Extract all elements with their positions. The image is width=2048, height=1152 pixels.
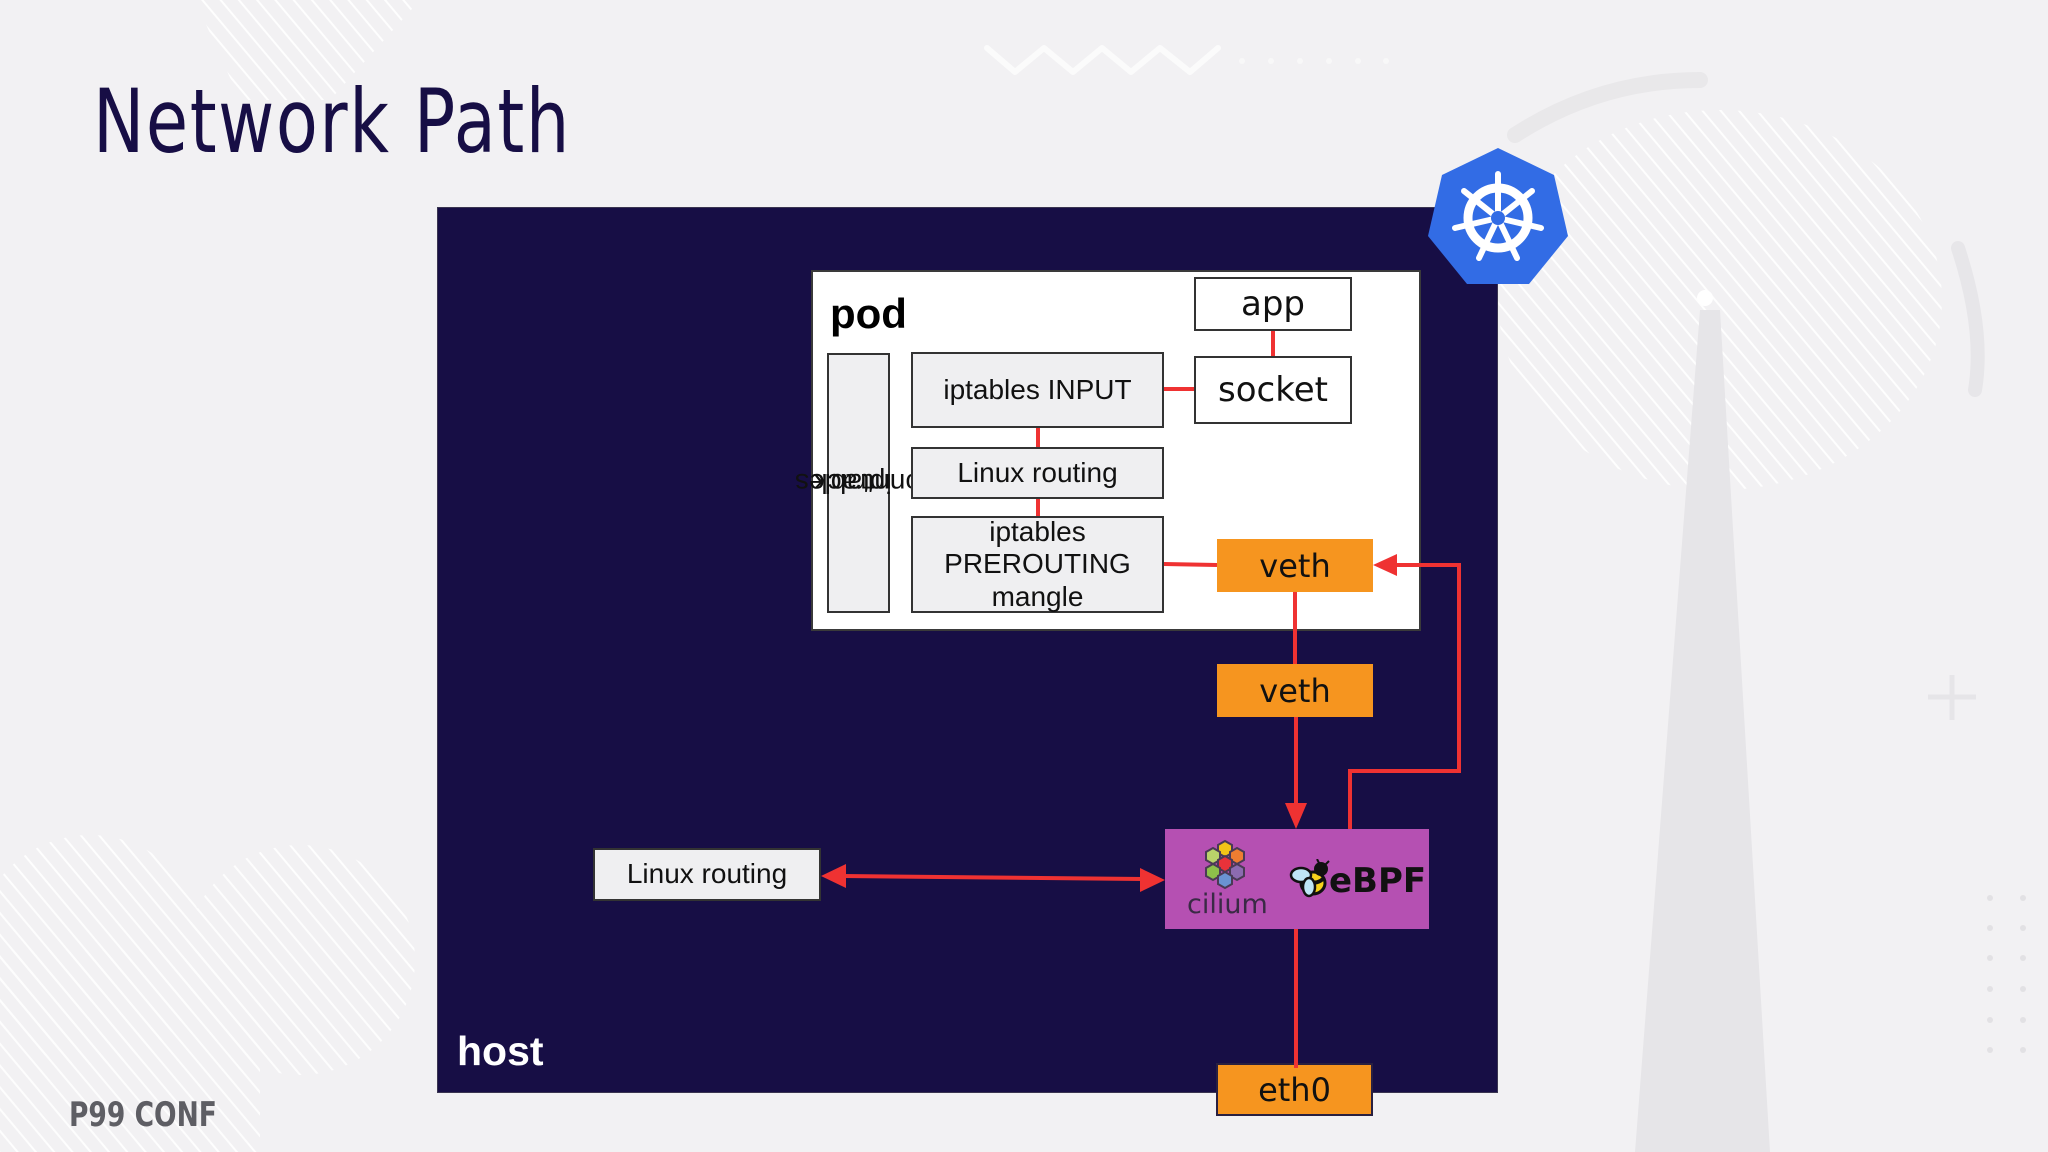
eth0-label: eth0 bbox=[1258, 1070, 1331, 1109]
socket-box: socket bbox=[1194, 356, 1352, 424]
p99-conf-logo: P99 CONF bbox=[69, 1095, 217, 1135]
socket-label: socket bbox=[1218, 370, 1328, 410]
kubernetes-logo-icon bbox=[1428, 148, 1568, 284]
app-box: app bbox=[1194, 277, 1352, 331]
plus-decoration bbox=[1928, 675, 1976, 720]
pod-veth-box: veth bbox=[1217, 539, 1373, 592]
hatch-decoration-top bbox=[195, 0, 420, 100]
cilium-ebpf-box: cilium eBPF bbox=[1165, 829, 1429, 929]
app-label: app bbox=[1241, 284, 1305, 324]
iptables-input-box: iptables INPUT bbox=[911, 352, 1164, 428]
pod-label: pod bbox=[830, 290, 907, 337]
prerouting-line-2: PREROUTING bbox=[944, 548, 1131, 580]
iptables-conntrack-box: iptables conntrack bbox=[795, 353, 935, 613]
pod-linux-routing-box: Linux routing bbox=[911, 447, 1164, 499]
dots-decoration bbox=[1239, 58, 1389, 64]
zigzag-decoration bbox=[984, 45, 1221, 75]
host-label: host bbox=[457, 1028, 544, 1074]
host-veth-box: veth bbox=[1217, 664, 1373, 717]
host-linux-routing-box: Linux routing bbox=[593, 848, 821, 901]
right-arc bbox=[1951, 241, 1985, 397]
host-veth-label: veth bbox=[1259, 671, 1331, 710]
ebpf-label: eBPF bbox=[1329, 861, 1427, 901]
iptables-input-label: iptables INPUT bbox=[943, 373, 1132, 405]
tower-top-decoration bbox=[1697, 290, 1713, 306]
cilium-label: cilium bbox=[1187, 889, 1268, 920]
pod-linux-routing-label: Linux routing bbox=[957, 456, 1118, 488]
arc-decoration-top bbox=[1507, 72, 1708, 143]
cilium-hexagon-logo-icon bbox=[1205, 839, 1245, 890]
prerouting-line-1: iptables bbox=[989, 516, 1086, 548]
slide-title: Network Path bbox=[93, 70, 571, 173]
tower-decoration bbox=[1635, 310, 1770, 1152]
host-linux-routing-label: Linux routing bbox=[626, 858, 788, 890]
hatch-decoration-bottom-left bbox=[0, 835, 415, 1152]
iptables-prerouting-box: iptables PREROUTING mangle bbox=[911, 516, 1164, 613]
ebpf-bee-icon bbox=[1289, 859, 1330, 898]
dot-grid-decoration bbox=[1987, 895, 2026, 1053]
hatched-globe-decoration bbox=[1498, 110, 1942, 490]
pod-veth-label: veth bbox=[1259, 546, 1331, 585]
eth0-box: eth0 bbox=[1216, 1063, 1373, 1116]
prerouting-line-3: mangle bbox=[991, 580, 1084, 612]
